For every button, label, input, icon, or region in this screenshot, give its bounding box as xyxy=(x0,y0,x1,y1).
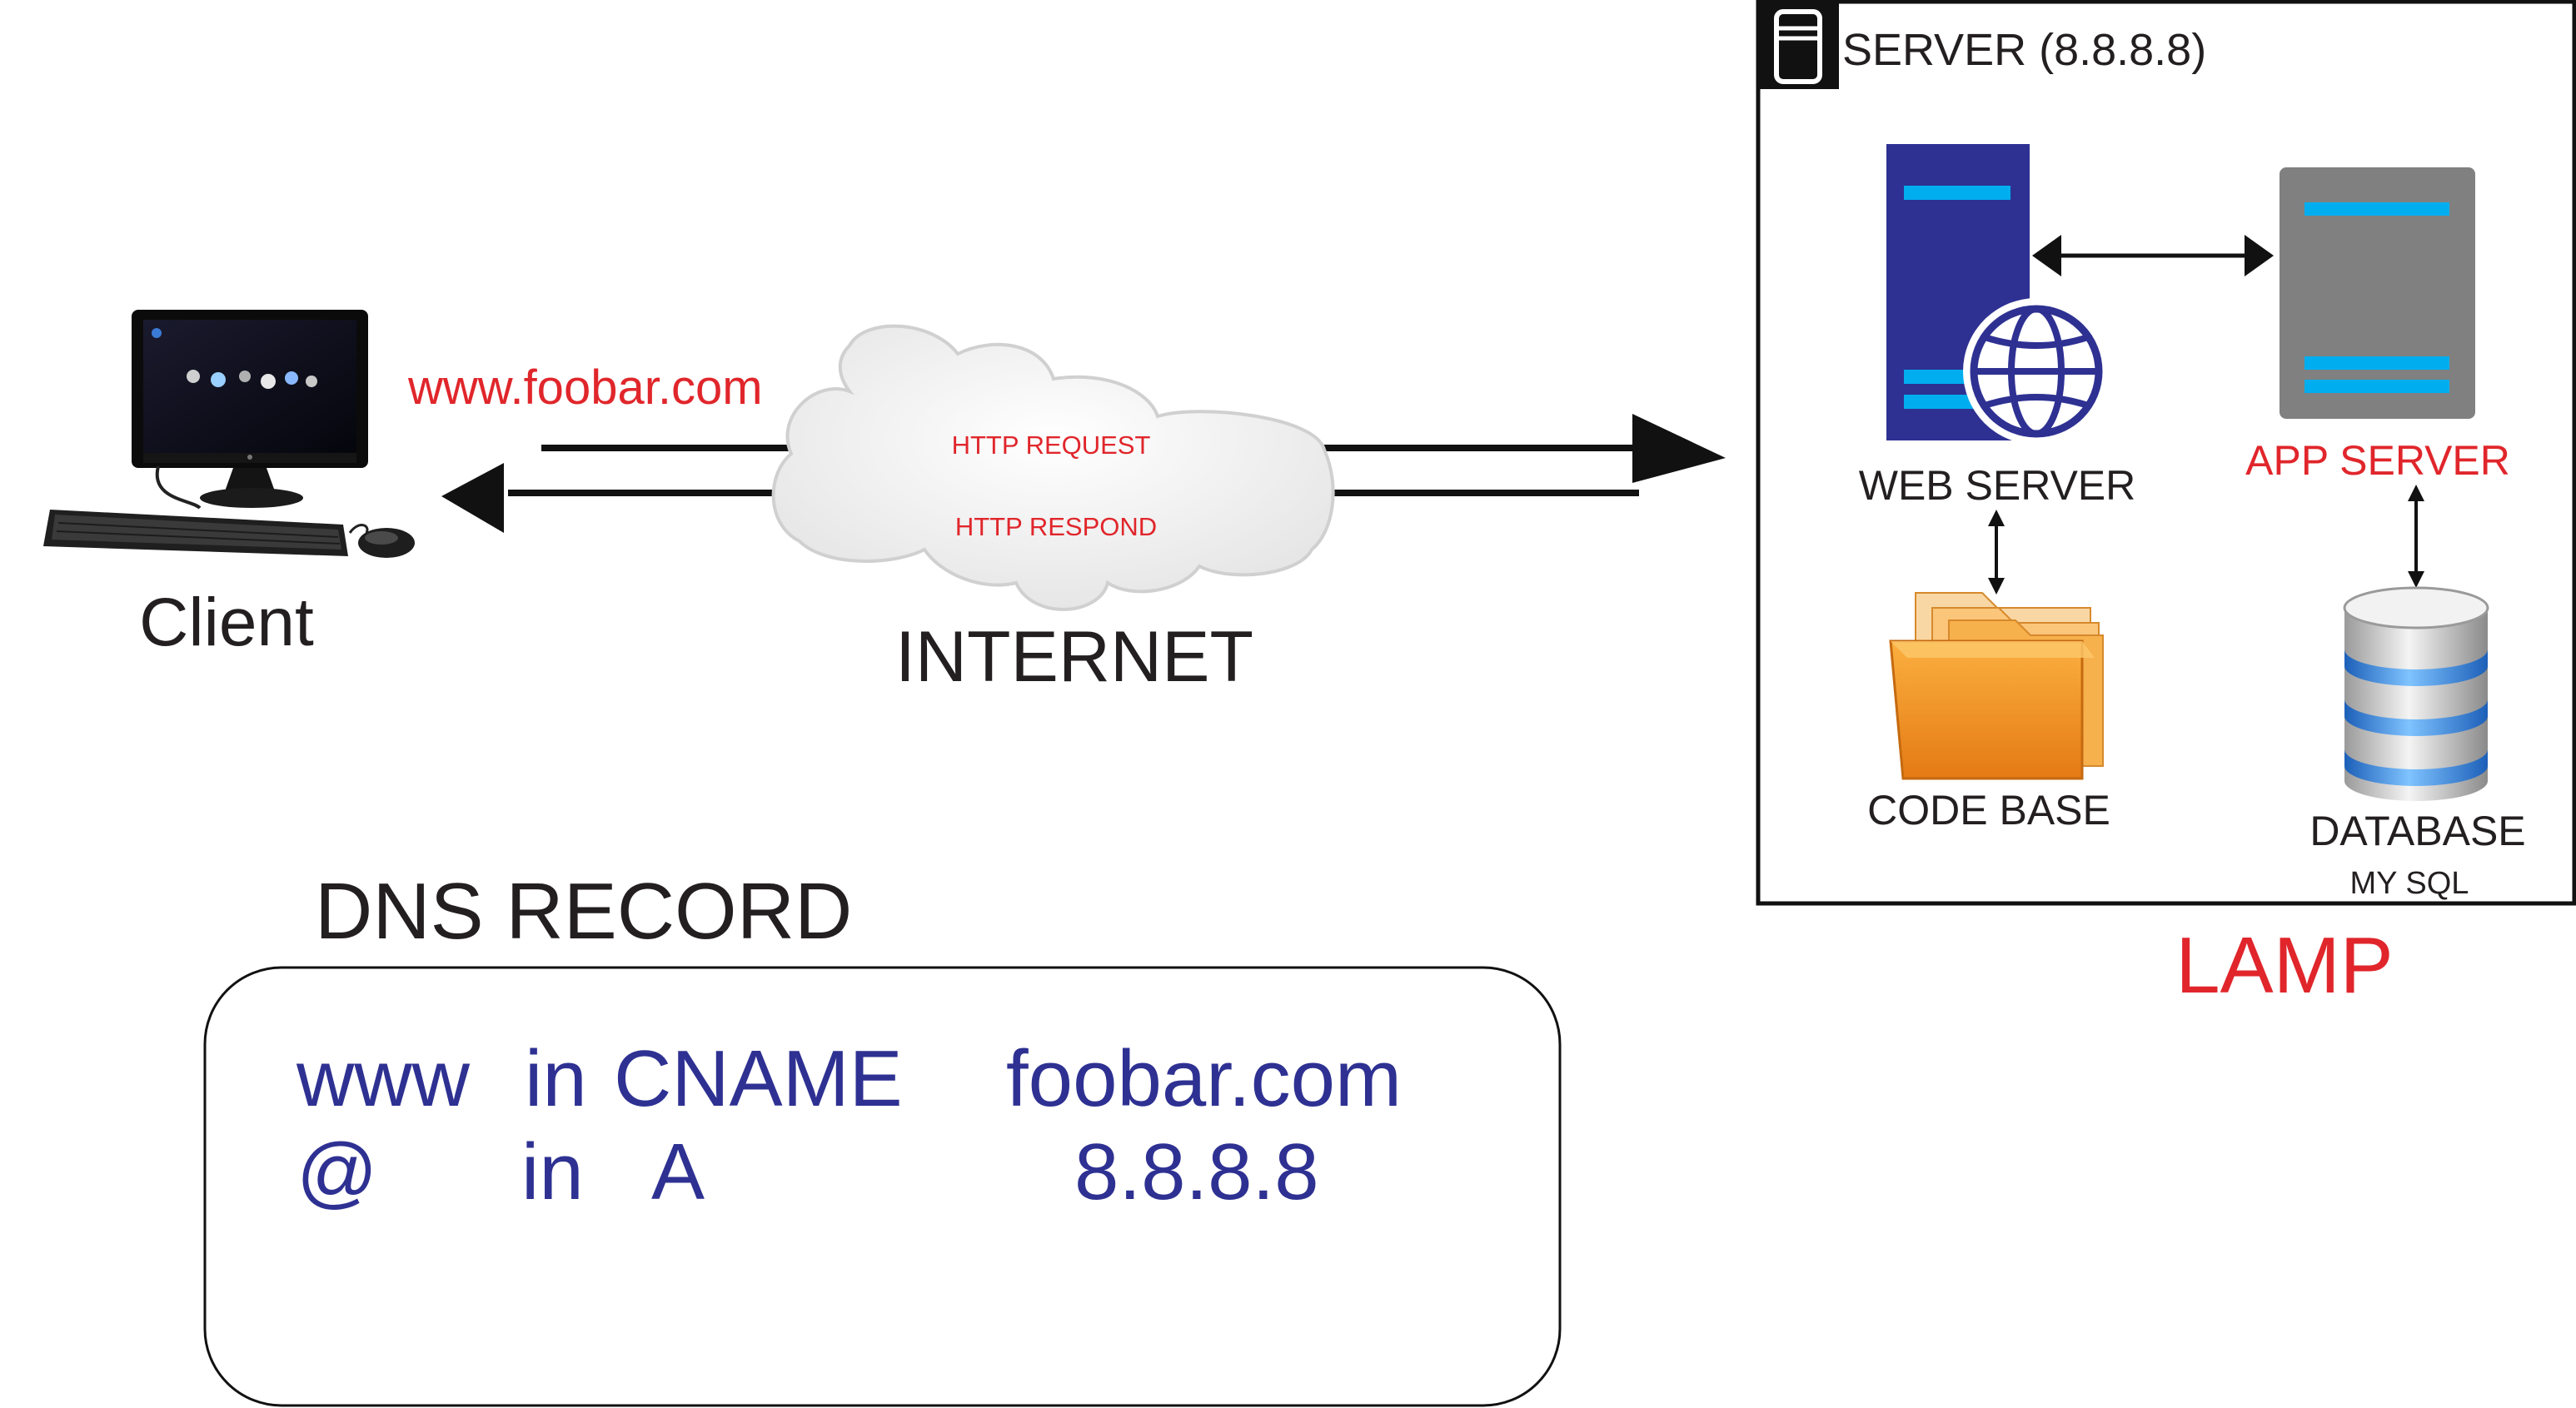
dns-record-value: 8.8.8.8 xyxy=(1074,1127,1319,1216)
web-server-label: WEB SERVER xyxy=(1859,462,2136,509)
lamp-label: LAMP xyxy=(2175,921,2393,1010)
client-label: Client xyxy=(139,585,314,660)
dns-record-class: in xyxy=(521,1127,584,1216)
dns-record-value: foobar.com xyxy=(1006,1034,1402,1123)
app-database-link-arrow xyxy=(2408,485,2424,588)
monitor-stand xyxy=(225,468,275,491)
url-label: www.foobar.com xyxy=(407,361,763,415)
web-server-icon xyxy=(1886,144,2110,445)
dns-record-type: A xyxy=(651,1127,705,1216)
database-sub-label: MY SQL xyxy=(2350,866,2469,901)
http-request-label: HTTP REQUEST xyxy=(952,430,1151,460)
server-title: SERVER (8.8.8.8) xyxy=(1842,25,2206,75)
dns-record-row: www in CNAME foobar.com xyxy=(296,1034,1402,1123)
request-arrow-head xyxy=(1632,414,1726,483)
dns-title: DNS RECORD xyxy=(315,867,852,956)
server-container: SERVER (8.8.8.8) xyxy=(1756,0,2576,906)
dns-record-class: in xyxy=(525,1034,587,1123)
folder-icon xyxy=(1889,592,2104,780)
server-box-icon-bg xyxy=(1758,2,1839,89)
monitor-base xyxy=(200,488,303,508)
server-tower-icon xyxy=(1774,9,1822,84)
dns-record-row: @ in A 8.8.8.8 xyxy=(296,1127,1319,1216)
cloud-icon xyxy=(771,324,1335,611)
web-codebase-link-arrow xyxy=(1988,510,2005,595)
client-computer-icon xyxy=(43,310,415,558)
screen-icons xyxy=(187,370,317,389)
code-base-label: CODE BASE xyxy=(1867,787,2110,833)
internet-label: INTERNET xyxy=(895,617,1253,697)
http-response-label: HTTP RESPOND xyxy=(955,512,1157,541)
database-label: DATABASE xyxy=(2309,808,2525,854)
app-server-label: APP SERVER xyxy=(2245,437,2510,484)
response-arrow-head xyxy=(441,463,504,533)
screen-logo xyxy=(152,328,162,338)
monitor-screen xyxy=(143,320,356,453)
database-icon xyxy=(2343,586,2489,801)
web-app-link-arrow xyxy=(2032,235,2274,276)
dns-record-type: CNAME xyxy=(614,1034,903,1123)
globe-icon xyxy=(1963,298,2110,445)
dns-record-name: @ xyxy=(296,1127,377,1216)
dns-record-box xyxy=(203,966,1562,1407)
app-server-icon xyxy=(2280,167,2475,419)
dns-record-name: www xyxy=(296,1034,471,1123)
